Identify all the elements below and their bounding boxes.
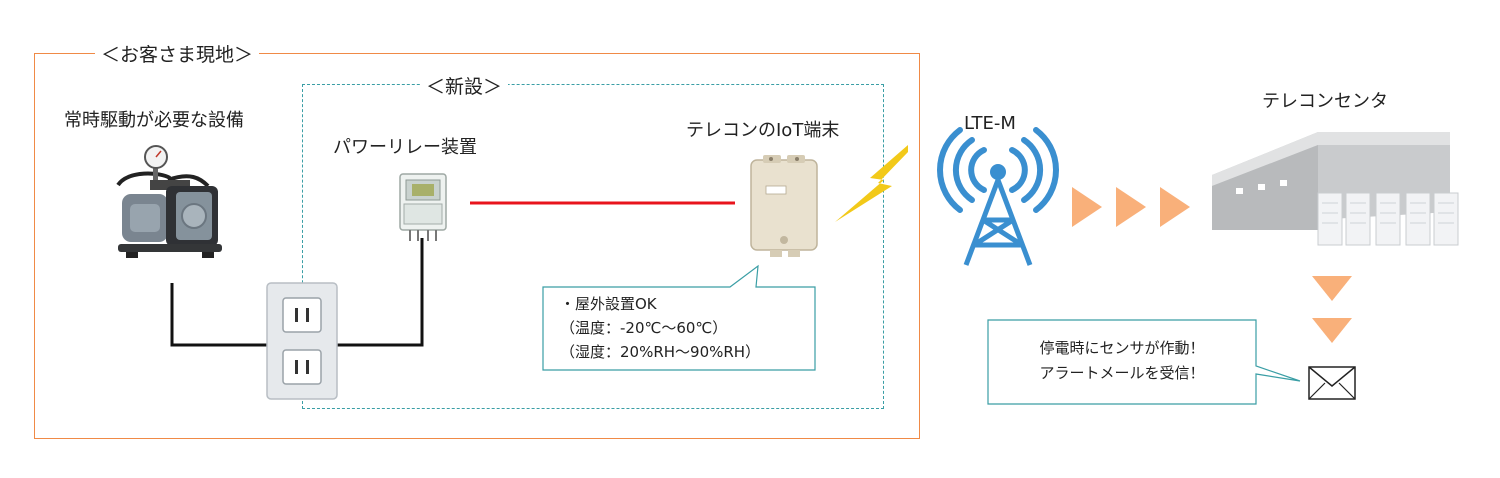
iot-spec-callout (542, 264, 816, 371)
spec-line-outdoor: ・屋外設置OK (560, 295, 657, 313)
new-install-frame (302, 84, 884, 409)
vacuum-pump-icon (116, 145, 222, 258)
customer-site-frame (34, 53, 920, 439)
alert-text: 停電時にセンサが作動！ アラートメールを受信！ (988, 336, 1256, 386)
antenna-tower-icon (937, 127, 1059, 266)
data-center-icon (1212, 132, 1459, 246)
customer-site-title: ＜お客さま現地＞ (95, 40, 260, 67)
iot-terminal-icon (750, 155, 818, 257)
power-cables (170, 238, 424, 347)
envelope-icon (1308, 366, 1356, 400)
iot-terminal-label: テレコンのIoT端末 (686, 120, 840, 141)
alert-callout (987, 319, 1301, 405)
network-label: LTE-M (964, 113, 1016, 134)
alert-line-1: 停電時にセンサが作動！ (1039, 339, 1205, 357)
equipment-label: 常時駆動が必要な設備 (64, 110, 244, 131)
iot-spec-text: ・屋外設置OK （温度：-20℃～60℃） （湿度：20%RH～90%RH） (560, 292, 760, 364)
spec-line-temperature: （温度：-20℃～60℃） (560, 319, 728, 337)
new-install-title: ＜新設＞ (420, 72, 509, 99)
transmission-arrows (1072, 187, 1190, 227)
relay-icon (399, 173, 447, 241)
lightning-icon (835, 145, 908, 222)
alert-arrows (1312, 276, 1352, 343)
relay-label: パワーリレー装置 (333, 137, 477, 158)
wall-outlet-icon (266, 282, 338, 400)
center-label: テレコンセンタ (1262, 91, 1388, 112)
spec-line-humidity: （湿度：20%RH～90%RH） (560, 343, 761, 361)
alert-line-2: アラートメールを受信！ (1039, 364, 1205, 382)
